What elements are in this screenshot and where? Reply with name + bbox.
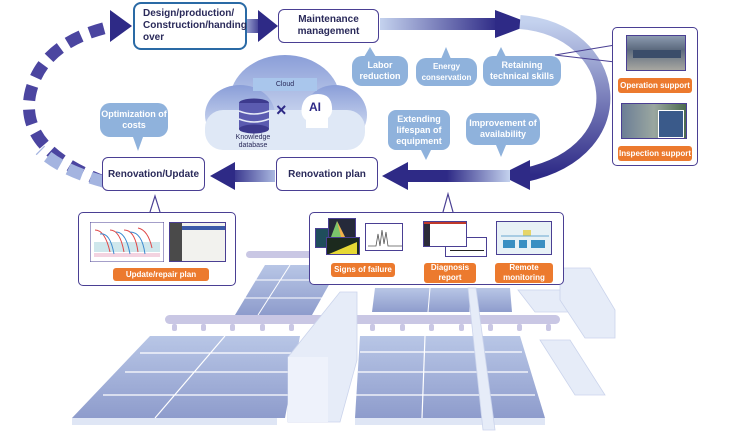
table-sidebar <box>170 223 182 261</box>
stage-design-label: Design/production/ Construction/handing … <box>143 8 247 43</box>
ai-head-icon <box>301 94 333 128</box>
cloud-label: Cloud <box>253 78 317 91</box>
stage-maintenance-label: Maintenance management <box>297 14 360 37</box>
improvement-availability-text: Improvement of availability <box>469 118 537 139</box>
callout-line-support <box>554 44 616 56</box>
update-repair-plan-panel: Update/repair plan <box>78 212 236 286</box>
stage-design-construction[interactable]: Design/production/ Construction/handing … <box>133 2 247 50</box>
dashed-cycle-arrow <box>22 10 132 188</box>
energy-conservation-text: Energy conservation <box>421 62 472 82</box>
database-icon <box>238 98 270 134</box>
stage-renovation-plan-label: Renovation plan <box>288 168 366 180</box>
inspection-photo <box>621 103 687 139</box>
bubble-tail <box>133 137 143 151</box>
repair-plan-chart-thumbnail <box>90 222 164 262</box>
update-repair-plan-tag[interactable]: Update/repair plan <box>113 268 209 281</box>
support-panel: Operation support Inspection support <box>612 27 698 166</box>
bubble-tail <box>364 47 376 57</box>
extending-lifespan-text: Extending lifespan of equipment <box>396 113 442 146</box>
arrow-maintenance-right <box>380 10 532 38</box>
stage-renovation-update[interactable]: Renovation/Update <box>102 157 205 191</box>
dark-chart-thumbnail-2 <box>328 218 356 238</box>
graph-line <box>450 250 484 251</box>
bubble-tail <box>496 47 506 57</box>
stage-maintenance-management[interactable]: Maintenance management <box>278 9 379 43</box>
dark-chart-thumbnail-3 <box>326 237 360 255</box>
table-topbar <box>424 222 466 224</box>
tablet-image <box>658 110 684 138</box>
diagnosis-report-tag[interactable]: Diagnosis report <box>424 263 476 283</box>
stage-renovation-update-label: Renovation/Update <box>107 168 200 180</box>
table-sidebar <box>424 224 430 246</box>
callout-pointer-monitor <box>442 191 454 213</box>
callout-line-support-2 <box>554 54 616 63</box>
bubble-tail <box>441 47 451 59</box>
ai-label: AI <box>309 100 321 114</box>
bubble-extending-lifespan: Extending lifespan of equipment <box>388 110 450 150</box>
remote-monitoring-thumbnail <box>496 221 552 255</box>
arrow-right-arc <box>500 15 611 190</box>
diagnosis-report-label: Diagnosis report <box>430 263 470 282</box>
arrow-to-renovation-update <box>210 162 275 190</box>
monitor-row <box>633 50 681 58</box>
remote-monitoring-label: Remote monitoring <box>503 263 545 282</box>
inspection-support-label: Inspection support <box>619 148 691 158</box>
signs-of-failure-tag[interactable]: Signs of failure <box>331 263 395 277</box>
bubble-improvement-availability: Improvement of availability <box>466 113 540 145</box>
callout-pointer-plan <box>149 193 161 213</box>
bubble-retaining-skills: Retaining technical skills <box>483 56 561 86</box>
bubble-labor-reduction: Labor reduction <box>352 56 408 86</box>
signs-of-failure-label: Signs of failure <box>334 265 392 274</box>
inspection-support-tag[interactable]: Inspection support <box>618 146 692 161</box>
update-repair-plan-label: Update/repair plan <box>125 269 197 279</box>
diagnosis-table-thumbnail <box>423 221 467 247</box>
table-header <box>182 226 225 230</box>
bubble-tail <box>421 150 431 160</box>
knowledge-database-label: Knowledge database <box>235 134 271 149</box>
operation-support-label: Operation support <box>620 80 690 90</box>
optimization-costs-text: Optimization of costs <box>101 109 167 130</box>
arrow-to-renovation-plan <box>382 162 510 190</box>
remote-monitoring-tag[interactable]: Remote monitoring <box>495 263 553 283</box>
retaining-skills-text: Retaining technical skills <box>489 60 555 81</box>
bubble-optimization-costs: Optimization of costs <box>100 103 168 137</box>
labor-reduction-text: Labor reduction <box>359 60 401 81</box>
operation-support-tag[interactable]: Operation support <box>618 78 692 93</box>
monitoring-panel: Signs of failure Diagnosis report Remote… <box>309 212 564 285</box>
repair-plan-table-thumbnail <box>169 222 226 262</box>
waveform-thumbnail <box>365 223 403 251</box>
bubble-tail <box>496 145 506 157</box>
bubble-energy-conservation: Energy conservation <box>416 58 477 86</box>
operation-room-photo <box>626 35 686 71</box>
cross-symbol: × <box>276 100 287 120</box>
stage-renovation-plan[interactable]: Renovation plan <box>276 157 378 191</box>
